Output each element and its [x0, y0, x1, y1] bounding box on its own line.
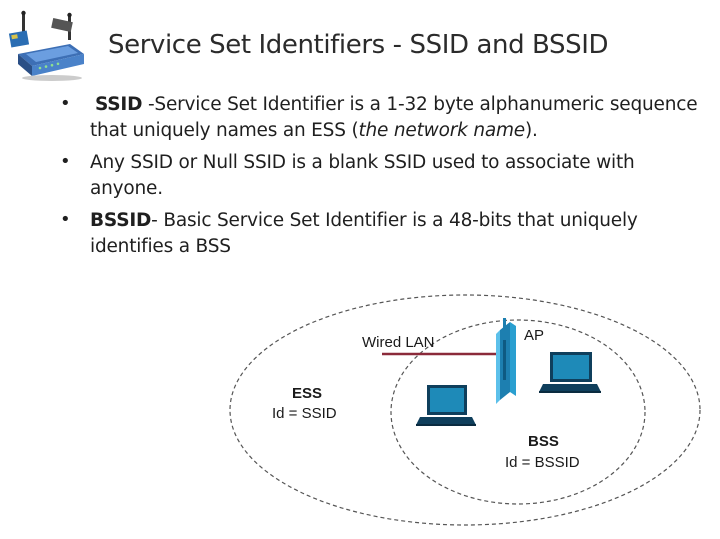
bullet-dot-icon: • [60, 209, 71, 230]
bullet-bssid: • BSSID- Basic Service Set Identifier is… [60, 208, 700, 260]
bullet-dot-icon: • [60, 151, 71, 172]
bullet-null-ssid: • Any SSID or Null SSID is a blank SSID … [60, 150, 700, 202]
network-name-italic: the network name [358, 120, 525, 141]
bullet-ssid: • SSID -Service Set Identifier is a 1-32… [60, 92, 700, 144]
null-ssid-text: Any SSID or Null SSID is a blank SSID us… [90, 152, 635, 199]
access-point-icon [496, 318, 516, 404]
bss-id-label: Id = BSSID [505, 454, 580, 471]
ssid-text: -Service Set Identifier is a 1-32 byte a… [90, 94, 698, 141]
laptop-icon [416, 385, 476, 426]
wired-lan-label: Wired LAN [362, 334, 435, 351]
bssid-text: - Basic Service Set Identifier is a 48-b… [90, 210, 638, 257]
bss-ellipse [390, 319, 646, 505]
bss-label: BSS [528, 433, 559, 450]
ess-id-label: Id = SSID [272, 405, 337, 422]
ap-label: AP [524, 327, 544, 344]
ssid-text-end: ). [525, 120, 538, 141]
bullet-dot-icon: • [60, 93, 71, 114]
ess-bss-diagram: Wired LAN AP ESS Id = SSID BSS Id = BSSI… [229, 294, 701, 526]
bullet-list: • SSID -Service Set Identifier is a 1-32… [60, 92, 700, 266]
ess-ellipse [229, 294, 701, 526]
router-icon [8, 10, 84, 81]
laptop-icon [539, 352, 601, 393]
slide-title: Service Set Identifiers - SSID and BSSID [108, 30, 609, 60]
term-ssid: SSID [95, 94, 143, 115]
ess-label: ESS [292, 385, 322, 402]
term-bssid: BSSID [90, 210, 152, 231]
